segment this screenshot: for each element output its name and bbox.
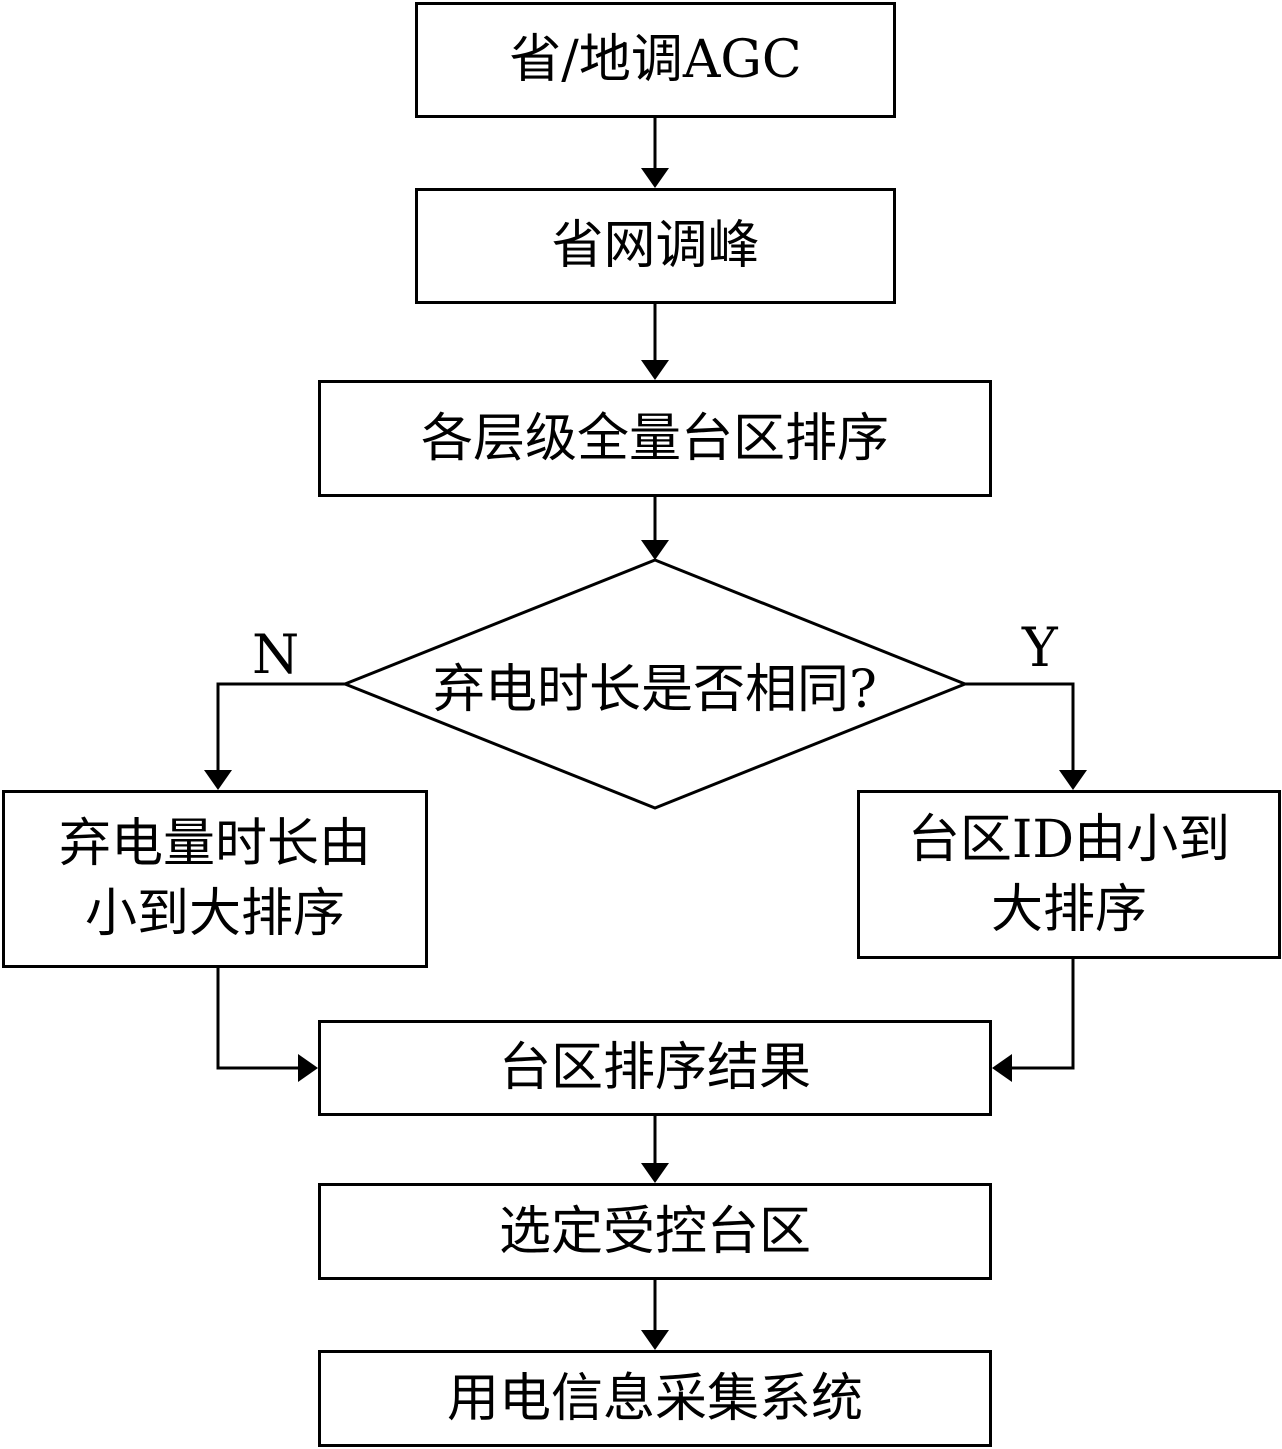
arrow-decision-no (216, 682, 345, 770)
node-sort-all-label: 各层级全量台区排序 (420, 408, 889, 469)
decision-label: 弃电时长是否相同? (433, 659, 877, 720)
node-sort-result-label: 台区排序结果 (498, 1038, 811, 1098)
node-collection-system: 用电信息采集系统 (318, 1350, 992, 1447)
node-select-controlled-label: 选定受控台区 (498, 1201, 811, 1262)
branch-label-yes: Y (1022, 616, 1058, 679)
arrow-right-to-result (1012, 958, 1075, 1070)
arrowhead-system (641, 1330, 669, 1350)
node-sort-by-id-line1: 台区ID由小到 (907, 809, 1231, 870)
arrowhead-select (641, 1163, 669, 1183)
arrowhead-decision (641, 540, 669, 560)
node-peak-regulation: 省网调峰 (415, 188, 896, 304)
node-sort-by-energy-line1: 弃电量时长由 (58, 814, 371, 874)
arrowhead-right-box (1059, 770, 1087, 790)
arrow-decision-yes (965, 682, 1075, 770)
arrowhead-peak (641, 168, 669, 188)
node-sort-all: 各层级全量台区排序 (318, 380, 992, 497)
node-sort-result: 台区排序结果 (318, 1020, 992, 1116)
node-select-controlled: 选定受控台区 (318, 1183, 992, 1280)
node-sort-by-energy-line2: 小到大排序 (84, 884, 345, 944)
arrowhead-result-right (992, 1054, 1012, 1082)
node-collection-system-label: 用电信息采集系统 (446, 1368, 863, 1429)
node-agc: 省/地调AGC (415, 2, 896, 118)
node-agc-label: 省/地调AGC (509, 30, 802, 90)
decision-diamond (340, 558, 970, 810)
arrowhead-result-left (298, 1054, 318, 1082)
arrow-left-to-result (216, 967, 298, 1070)
node-sort-by-energy: 弃电量时长由 小到大排序 (2, 790, 428, 968)
branch-label-no: N (252, 623, 300, 686)
node-sort-by-id: 台区ID由小到 大排序 (857, 790, 1281, 959)
arrowhead-sort (641, 360, 669, 380)
node-peak-regulation-label: 省网调峰 (551, 216, 760, 276)
arrowhead-left-box (204, 770, 232, 790)
node-sort-by-id-line2: 大排序 (990, 879, 1147, 940)
